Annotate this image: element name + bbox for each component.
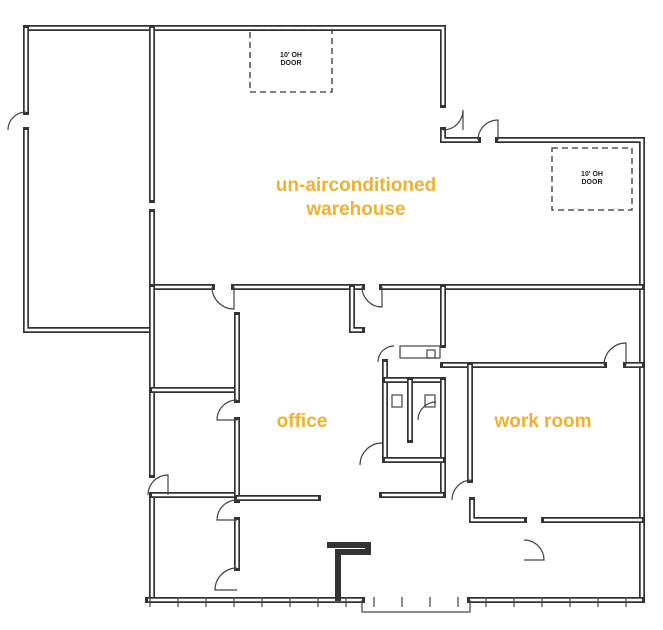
door-swing [211, 286, 235, 310]
wall-segment [349, 284, 365, 333]
wall-segment [470, 500, 524, 522]
wall-segment [440, 127, 481, 143]
wall-segment [23, 25, 446, 108]
room-label-office: office [276, 411, 328, 432]
wall-segment [495, 137, 645, 603]
warehouse-label-line1: un-airconditioned [275, 175, 437, 196]
overhead-door-type: DOOR [581, 179, 603, 186]
fixtures [7, 29, 633, 613]
window-mullions [149, 597, 627, 607]
wall-segment [498, 138, 644, 600]
overhead-door-label: 10' OH DOOR [270, 52, 312, 68]
wall-segment [26, 26, 445, 105]
warehouse-label-line2: warehouse [306, 199, 406, 220]
wall-segment [350, 287, 362, 332]
door-swing [451, 479, 473, 501]
door-swing [477, 119, 499, 141]
sink-counter [399, 345, 441, 359]
door-swing [442, 109, 464, 131]
wall-segment [469, 497, 527, 523]
door-swing [361, 286, 383, 308]
toilet [426, 349, 436, 359]
wall-segment [23, 127, 155, 333]
room-label-warehouse: un-airconditioned warehouse [256, 174, 456, 222]
toilet [391, 394, 403, 408]
walls [23, 25, 645, 603]
door-swing [603, 342, 627, 366]
overhead-door-size: 10' OH [581, 171, 603, 178]
door-swing [214, 567, 238, 591]
toilet [424, 394, 436, 408]
door-swing [417, 401, 437, 421]
wall-segment [441, 130, 478, 142]
door-swing [7, 111, 27, 131]
overhead-door-outline [551, 147, 633, 211]
door-swing [523, 539, 545, 561]
door-swing [377, 345, 395, 363]
reception-desk [327, 542, 371, 601]
door-swing [216, 499, 238, 521]
overhead-door-outline [249, 29, 333, 93]
overhead-door-type: DOOR [280, 60, 302, 67]
overhead-door-size: 10' OH [280, 52, 302, 59]
door-swing [147, 474, 169, 496]
wall-segment [24, 130, 152, 332]
overhead-door-label: 10' OH DOOR [571, 171, 613, 187]
room-label-work-room: work room [494, 411, 592, 432]
door-swing [359, 442, 383, 466]
storefront-bay [361, 600, 471, 613]
door-swing [216, 399, 238, 421]
